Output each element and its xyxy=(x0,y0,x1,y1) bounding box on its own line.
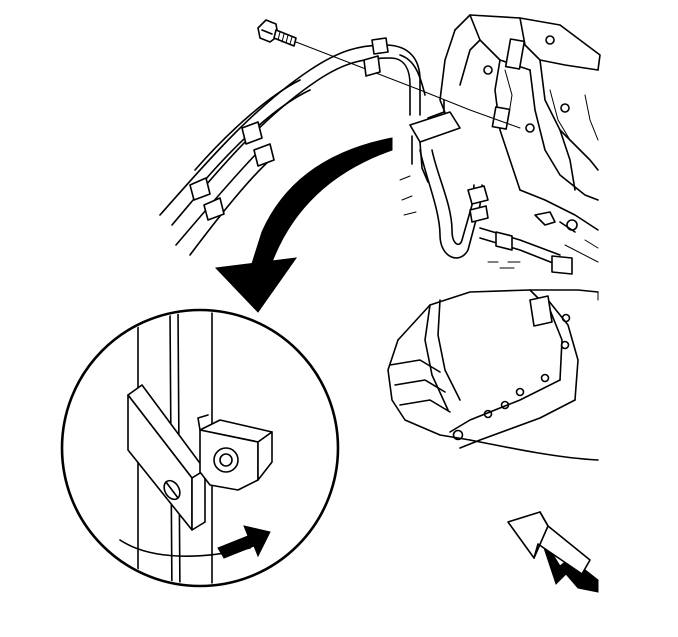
bolt-alignment-line xyxy=(295,41,521,129)
line-bracket xyxy=(409,99,461,183)
direction-arrow-icon xyxy=(217,525,271,559)
detail-magnifier xyxy=(60,308,340,588)
cooler-lines xyxy=(159,37,426,256)
transmission-case xyxy=(439,14,601,263)
cooler-loop xyxy=(399,149,573,275)
view-arrow-icon xyxy=(507,511,599,593)
clip-bracket xyxy=(197,414,273,491)
transmission-pan xyxy=(387,289,599,461)
curved-arrow-icon xyxy=(214,137,393,313)
bracket-plate xyxy=(127,384,206,531)
bolt-icon xyxy=(257,19,297,47)
